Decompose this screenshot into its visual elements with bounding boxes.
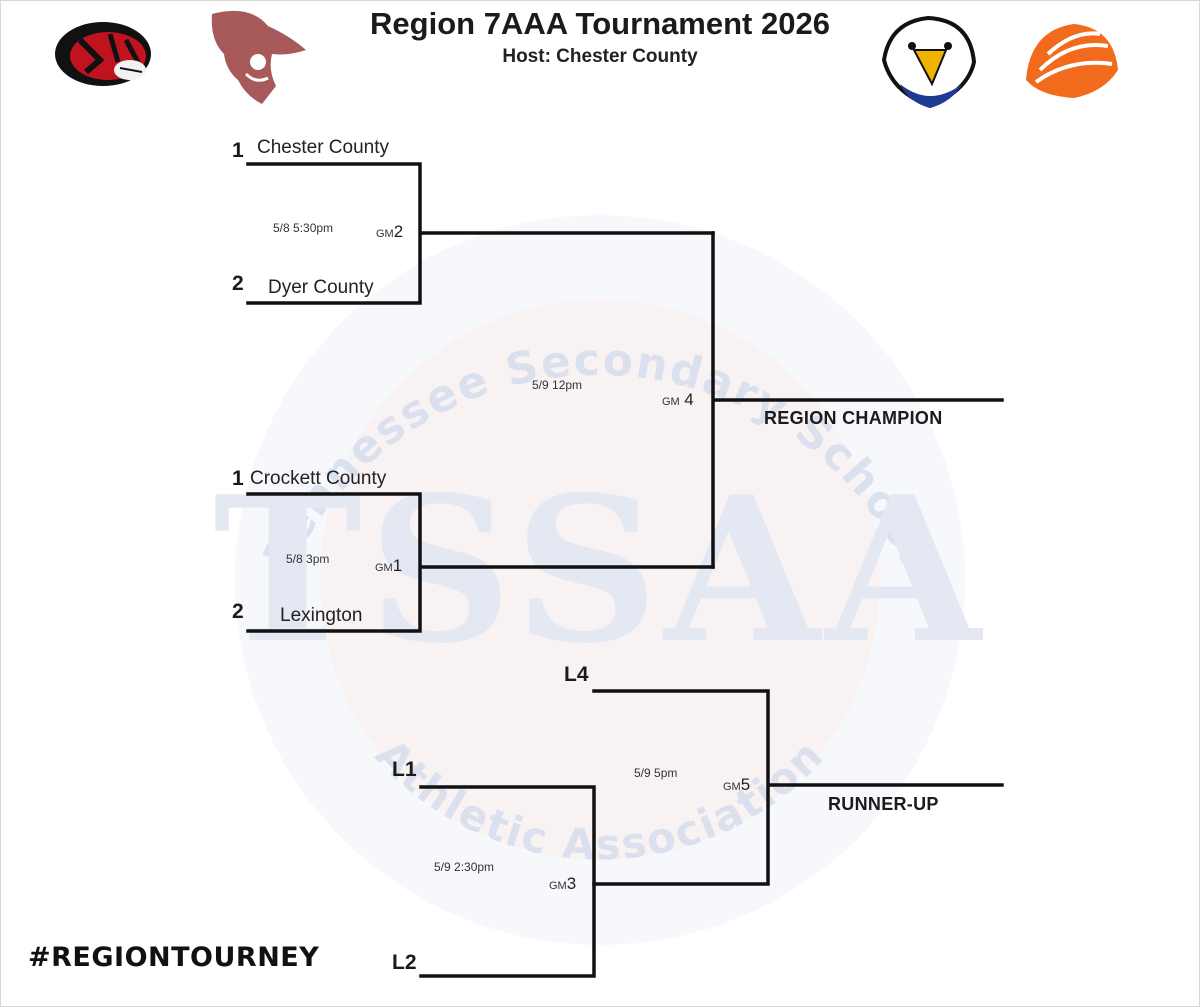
game1-gm-num: 1 xyxy=(392,556,403,575)
game2-label: GM2 xyxy=(376,222,403,242)
game1-lines xyxy=(246,492,715,633)
game2-gm-prefix: GM xyxy=(376,228,394,240)
runner-up-label: RUNNER-UP xyxy=(828,794,939,814)
watermark-text: TSSAA xyxy=(213,453,987,688)
game1-label: GM1 xyxy=(375,556,402,576)
game1-bottom-team: Lexington xyxy=(280,605,363,626)
hashtag-label: #REGIONTOURNEY xyxy=(28,942,320,973)
game4-lines xyxy=(711,231,1004,569)
game2-time: 5/8 5:30pm xyxy=(273,221,334,235)
game3-top-loser: L1 xyxy=(392,758,417,781)
game4-gm-prefix: GM xyxy=(662,396,680,408)
game5-top-loser: L4 xyxy=(564,663,589,686)
game3-gm-num: 3 xyxy=(566,874,577,893)
game4-label: GM 4 xyxy=(662,390,694,410)
host-subtitle: Host: Chester County xyxy=(502,46,698,67)
game4-time: 5/9 12pm xyxy=(532,378,583,392)
game5-lines xyxy=(592,689,1004,886)
tiger-logo xyxy=(55,22,151,86)
game1-time: 5/8 3pm xyxy=(286,552,330,566)
game2-top-seed: 1 xyxy=(232,139,244,162)
game1-gm-prefix: GM xyxy=(375,562,393,574)
game4-gm-num: 4 xyxy=(684,390,694,409)
game3-lines xyxy=(419,785,596,978)
game1-top-seed: 1 xyxy=(232,467,244,490)
game3-gm-prefix: GM xyxy=(549,880,567,892)
chief-logo xyxy=(1026,24,1118,98)
game3-label: GM3 xyxy=(549,874,576,894)
game5-label: GM5 xyxy=(723,775,750,795)
game5-time: 5/9 5pm xyxy=(634,766,678,780)
game3-time: 5/9 2:30pm xyxy=(434,860,495,874)
game5-gm-prefix: GM xyxy=(723,781,741,793)
eagle-logo xyxy=(881,15,977,109)
game1-top-team: Crockett County xyxy=(250,468,387,489)
game2-lines xyxy=(246,162,715,305)
page-title: Region 7AAA Tournament 2026 xyxy=(370,6,830,41)
game5-gm-num: 5 xyxy=(740,775,751,794)
region-champion-label: REGION CHAMPION xyxy=(764,408,943,428)
game2-gm-num: 2 xyxy=(393,222,404,241)
game3-bottom-loser: L2 xyxy=(392,951,417,974)
game2-bottom-seed: 2 xyxy=(232,272,244,295)
cavalier-logo xyxy=(211,10,306,104)
game2-top-team: Chester County xyxy=(257,137,390,158)
game1-bottom-seed: 2 xyxy=(232,600,244,623)
game2-bottom-team: Dyer County xyxy=(268,277,374,298)
